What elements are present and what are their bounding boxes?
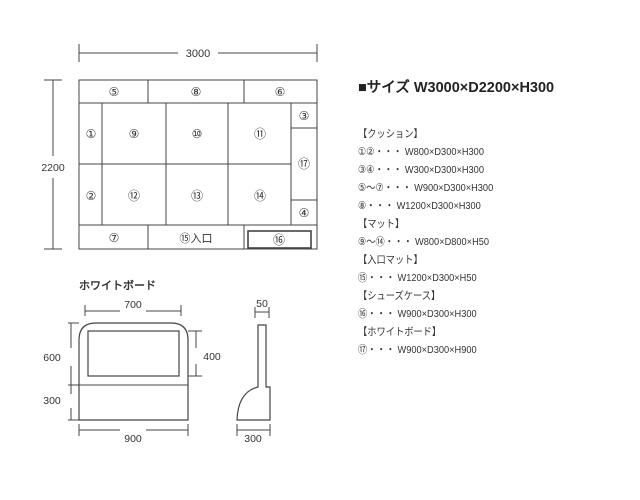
cell-3: ③ [299, 109, 310, 123]
whiteboard-side-view [236, 307, 271, 436]
spec-line: ⑨～⑭・・・ W800×D800×H50 [358, 236, 490, 248]
cell-16: ⑯ [273, 233, 285, 247]
cell-12: ⑫ [128, 189, 140, 203]
cell-9: ⑨ [129, 127, 140, 141]
cell-8: ⑧ [191, 85, 202, 99]
spec-heading-mat: 【マット】 [358, 218, 405, 230]
cell-13: ⑬ [191, 189, 203, 203]
spec-line: ⑧・・・ W1200×D300×H300 [358, 200, 481, 212]
top-width-label: 700 [124, 299, 142, 311]
cell-17: ⑰ [298, 157, 310, 171]
spec-title: ■サイズ W3000×D2200×H300 [358, 80, 555, 96]
spec-heading-entrance-mat: 【入口マット】 [358, 254, 423, 266]
layout-labels: 3000 2200 ⑤ ⑧ ⑥ ① ⑨ ⑩ ⑪ ③ ⑰ ② ⑫ ⑬ ⑭ ④ ⑦ … [41, 48, 310, 247]
cell-4: ④ [299, 206, 310, 220]
whiteboard-front-view [68, 305, 202, 436]
cell-10: ⑩ [192, 127, 203, 141]
depth-dimension [44, 79, 62, 250]
whiteboard-side-labels: 50 300 [244, 298, 268, 445]
lower-height-label: 300 [43, 395, 61, 407]
spec-line: ⑰・・・ W900×D300×H900 [358, 344, 477, 356]
upper-height-label: 600 [43, 352, 61, 364]
cell-5: ⑤ [109, 85, 120, 99]
shoe-case [247, 230, 312, 249]
layout-plan [44, 44, 318, 250]
top-depth-label: 50 [256, 298, 268, 310]
cell-1: ① [86, 127, 97, 141]
spec-line: ①②・・・ W800×D300×H300 [358, 146, 484, 158]
cell-11: ⑪ [254, 127, 266, 141]
spec-line: ⑯・・・ W900×D300×H300 [358, 308, 477, 320]
width-label: 3000 [186, 48, 210, 60]
spec-heading-shoe-case: 【シューズケース】 [358, 290, 441, 302]
cell-14: ⑭ [254, 189, 266, 203]
spec-line: ⑮・・・ W1200×D300×H50 [358, 272, 477, 284]
cell-2: ② [86, 189, 97, 203]
spec-heading-whiteboard: 【ホワイトボード】 [358, 326, 442, 338]
spec-line: ③④・・・ W300×D300×H300 [358, 164, 484, 176]
whiteboard-title: ホワイトボード [79, 278, 156, 292]
whiteboard-front-labels: 700 900 600 300 400 [43, 299, 221, 445]
width-dimension [78, 44, 318, 62]
cell-15-entrance: ⑮入口 [180, 232, 213, 245]
spec-heading-cushion: 【クッション】 [358, 128, 423, 140]
depth-label: 2200 [41, 162, 65, 174]
cell-7: ⑦ [109, 231, 120, 245]
bottom-width-label: 900 [124, 433, 142, 445]
whiteboard-screen [87, 330, 180, 377]
cell-6: ⑥ [275, 85, 286, 99]
spec-panel: ■サイズ W3000×D2200×H300 【クッション】 ①②・・・ W800… [358, 76, 628, 359]
screen-height-label: 400 [203, 351, 221, 363]
base-depth-label: 300 [244, 433, 262, 445]
spec-line: ⑤～⑦・・・ W900×D300×H300 [358, 182, 494, 194]
